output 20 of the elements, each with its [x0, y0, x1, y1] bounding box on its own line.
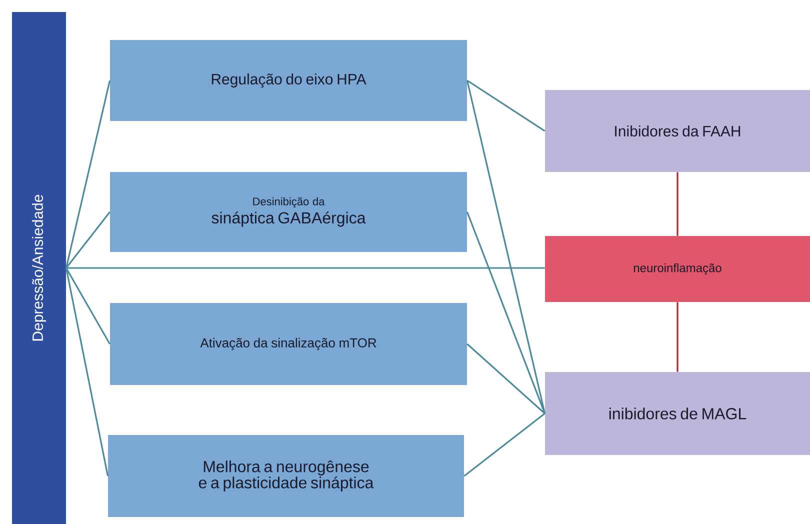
process-box: Ativação da sinalização mTOR: [110, 303, 467, 385]
process-box: inibidores de MAGL: [545, 372, 810, 455]
connector-line: [676, 172, 678, 236]
connector-line: [66, 212, 110, 268]
connector-line: [66, 267, 545, 269]
connector-line: [66, 268, 110, 344]
category-bar: Depressão/Ansiedade: [12, 12, 66, 524]
process-box: Desinibição da sináptica GABAérgica: [110, 172, 467, 252]
process-box: neuroinflamação: [545, 236, 810, 302]
process-box: Melhora a neurogênese e a plasticidade sináptica: [108, 435, 464, 517]
connector-line: [466, 80, 546, 132]
connector-line: [466, 80, 546, 414]
process-box: Regulação do eixo HPA: [110, 40, 467, 121]
connector-line: [65, 80, 111, 268]
connector-line: [466, 212, 546, 414]
connector-line: [65, 268, 109, 476]
connector-line: [466, 343, 546, 414]
connector-line: [464, 412, 546, 477]
connector-line: [676, 302, 678, 372]
process-box: Inibidores da FAAH: [545, 90, 810, 172]
